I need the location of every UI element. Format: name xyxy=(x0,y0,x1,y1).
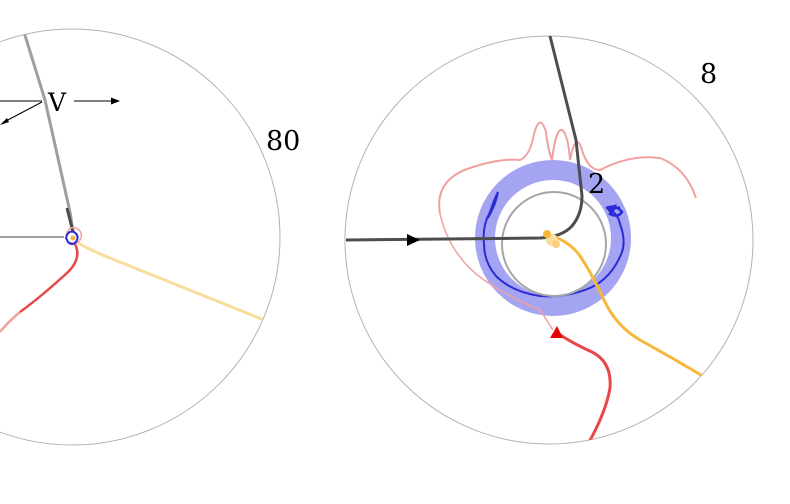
right-panel: 2 8 xyxy=(344,35,754,445)
inner-gray-circle xyxy=(501,191,607,297)
left-panel: V 80 xyxy=(0,28,300,446)
left-orange-track xyxy=(77,241,265,322)
velocity-indicator: V xyxy=(0,88,120,125)
right-inner-label: 2 xyxy=(588,169,605,200)
pink-loop-trajectory xyxy=(438,121,697,215)
left-scale-label: 80 xyxy=(266,126,300,157)
center-cluster xyxy=(543,230,560,248)
velocity-label: V xyxy=(47,88,67,117)
left-gray-track xyxy=(22,31,75,233)
dark-track-arrowhead xyxy=(407,234,420,246)
red-arrowhead xyxy=(550,326,563,338)
blue-arrowhead xyxy=(606,204,617,216)
orange-trajectory xyxy=(551,234,707,380)
left-red-track xyxy=(19,243,79,314)
left-boundary-circle xyxy=(0,28,281,446)
red-trajectory xyxy=(555,330,612,444)
right-scale-label: 8 xyxy=(700,59,717,90)
left-center-dot xyxy=(70,235,76,241)
left-center-loop-blue xyxy=(64,230,79,245)
left-red-light-track xyxy=(0,311,21,333)
blue-wavy-trajectory xyxy=(482,191,625,298)
pink-lower-arc xyxy=(439,213,554,331)
velocity-arrowhead xyxy=(111,97,120,105)
